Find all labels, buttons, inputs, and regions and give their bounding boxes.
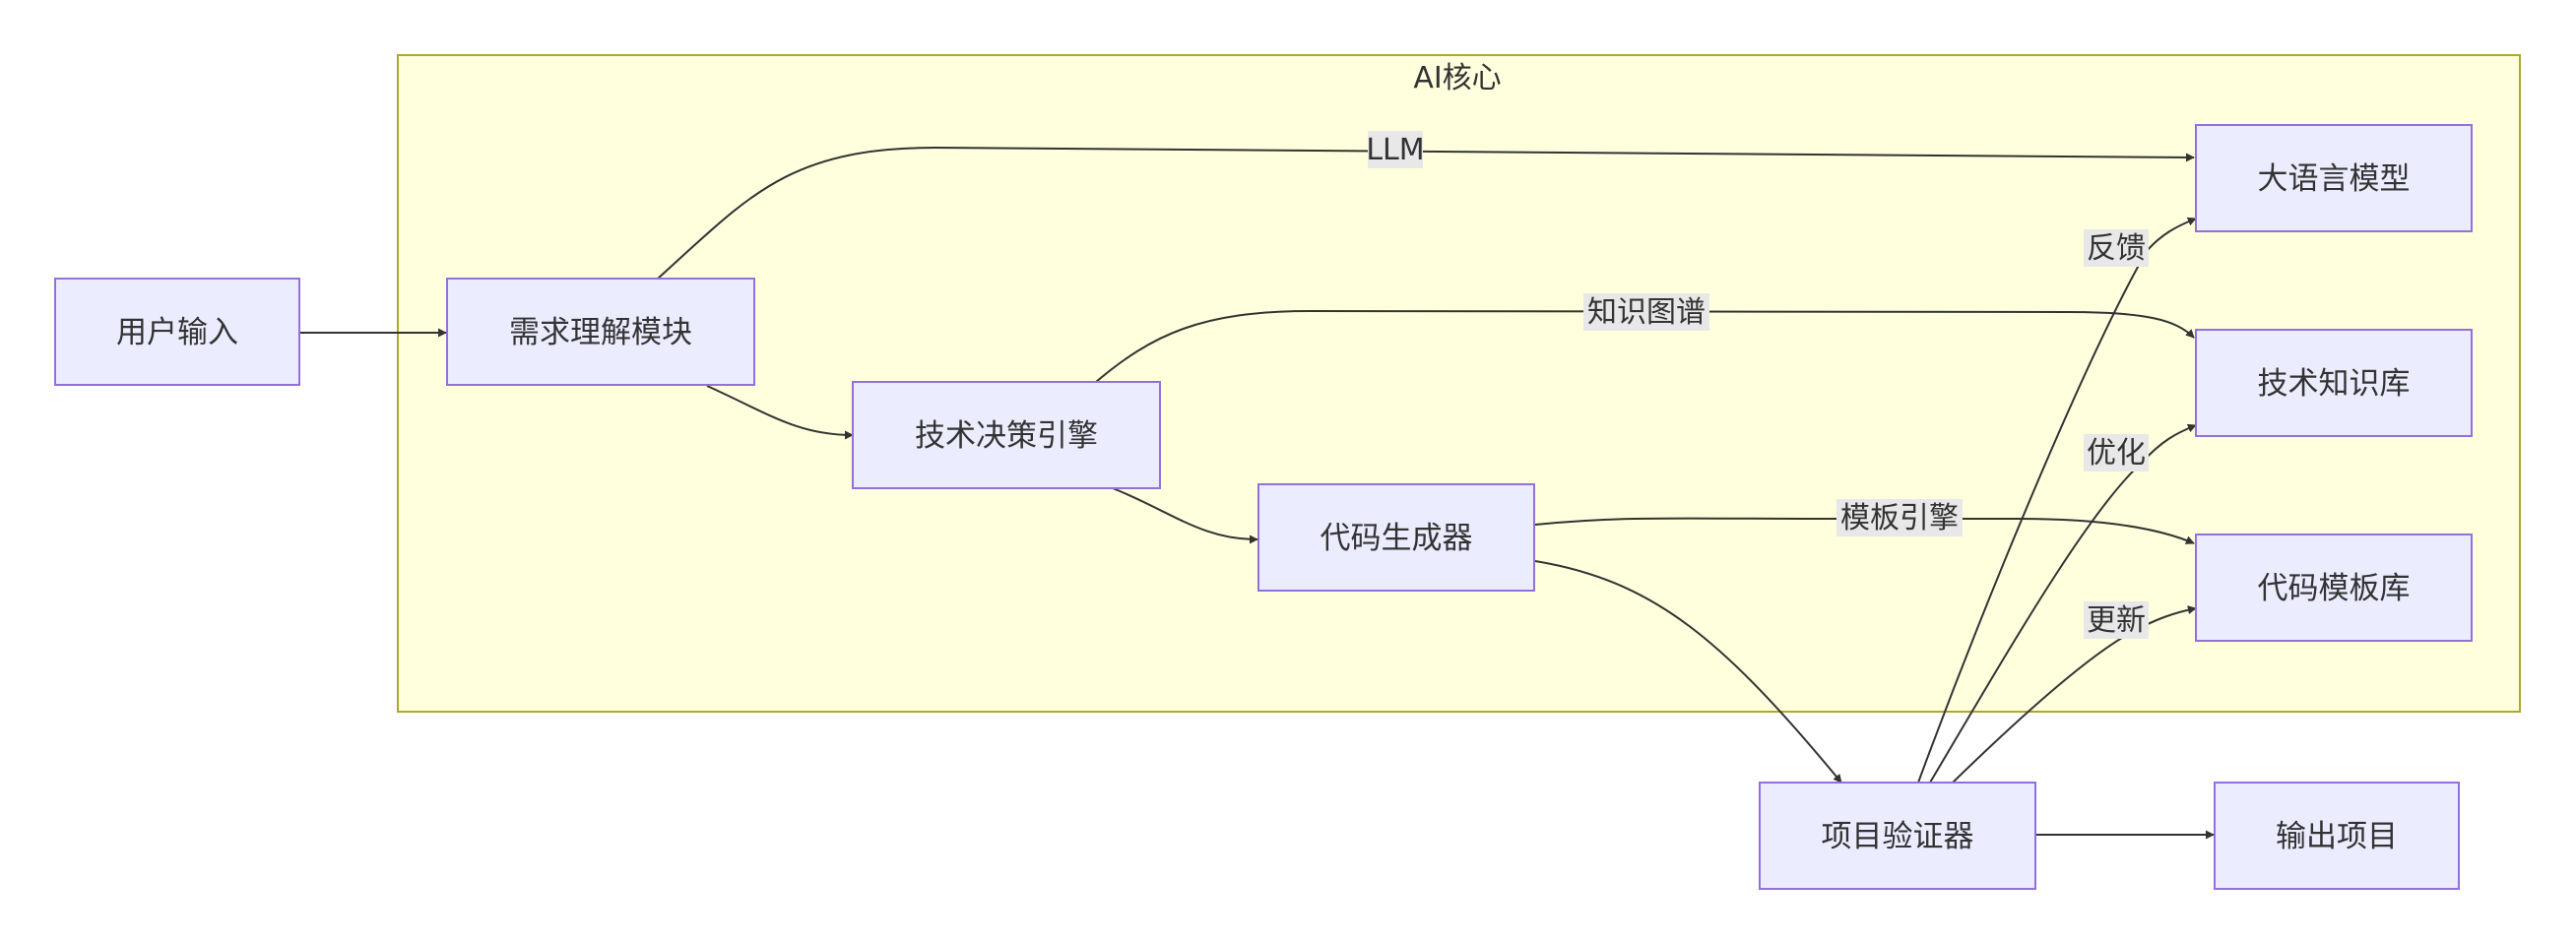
svg-text:LLM: LLM [1366, 133, 1424, 167]
edge-code-gen-to-template-lib [1534, 517, 2195, 544]
edge-validator-to-llm [1917, 217, 2197, 784]
node-code-gen[interactable]: 代码生成器 [1257, 483, 1535, 592]
node-llm-label: 大语言模型 [2258, 161, 2411, 197]
edge-validator-to-template-lib [1952, 605, 2197, 784]
edge-code-gen-to-validator [1534, 560, 1842, 784]
node-knowledge-base-label: 技术知识库 [2258, 366, 2411, 402]
edge-requirement-to-llm [657, 146, 2195, 280]
edges [300, 146, 2215, 840]
svg-text:知识图谱: 知识图谱 [1587, 295, 1706, 330]
node-requirement-label: 需求理解模块 [509, 315, 692, 350]
edge-labels: LLM 知识图谱 模板引擎 反馈 优化 更新 [1366, 131, 2149, 639]
svg-text:反馈: 反馈 [2087, 231, 2146, 266]
edge-label-update: 更新 [2084, 601, 2149, 639]
svg-text:更新: 更新 [2087, 603, 2146, 638]
nodes: 用户输入 需求理解模块 技术决策引擎 代码生成器 大语言模型 技术知识库 代码模… [54, 124, 2473, 890]
edge-label-llm: LLM [1366, 131, 1425, 168]
node-code-gen-label: 代码生成器 [1320, 521, 1473, 556]
edge-label-optimize: 优化 [2084, 434, 2149, 472]
node-validator-label: 项目验证器 [1822, 819, 1974, 854]
svg-text:优化: 优化 [2087, 436, 2146, 471]
edge-tech-decision-to-knowledge-base [1095, 309, 2195, 383]
node-template-lib-label: 代码模板库 [2258, 571, 2411, 606]
node-user-input-label: 用户输入 [116, 315, 238, 350]
node-requirement[interactable]: 需求理解模块 [446, 278, 755, 386]
node-user-input[interactable]: 用户输入 [54, 278, 300, 386]
node-validator[interactable]: 项目验证器 [1759, 782, 2036, 890]
edge-label-template-engine: 模板引擎 [1836, 499, 1963, 536]
cluster-title: AI核心 [1413, 61, 1501, 95]
edge-label-knowledge-graph: 知识图谱 [1583, 293, 1709, 331]
node-output[interactable]: 输出项目 [2214, 782, 2460, 890]
edge-tech-decision-to-code-gen [1112, 487, 1258, 544]
svg-text:模板引擎: 模板引擎 [1840, 501, 1959, 535]
node-tech-decision-label: 技术决策引擎 [915, 418, 1098, 454]
edge-requirement-to-tech-decision [706, 385, 854, 440]
node-llm[interactable]: 大语言模型 [2195, 124, 2473, 232]
node-template-lib[interactable]: 代码模板库 [2195, 534, 2473, 642]
edge-validator-to-knowledge-base [1929, 423, 2197, 784]
edge-label-feedback: 反馈 [2084, 229, 2149, 267]
node-knowledge-base[interactable]: 技术知识库 [2195, 329, 2473, 437]
node-tech-decision[interactable]: 技术决策引擎 [852, 381, 1161, 489]
node-output-label: 输出项目 [2276, 819, 2398, 854]
